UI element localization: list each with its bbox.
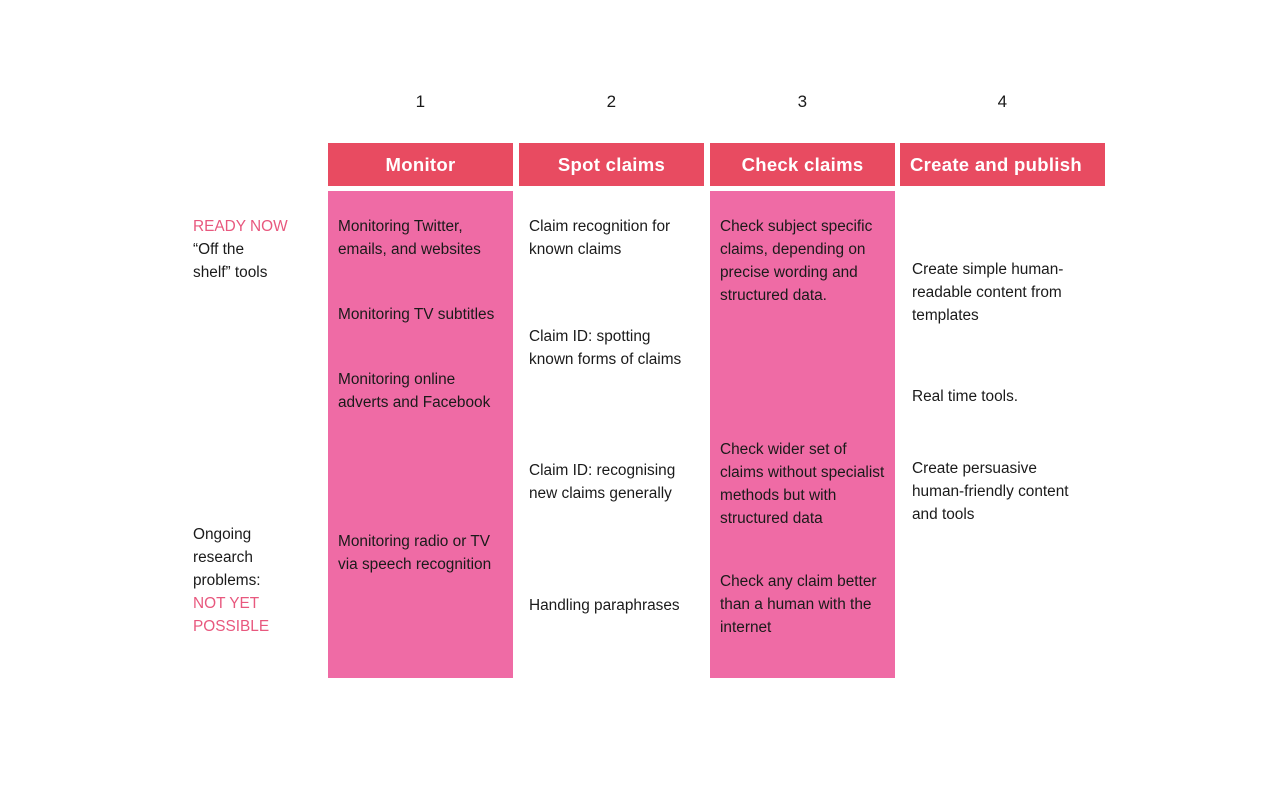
cell-spot-claims-3: Claim ID: recognising new claims general… [529, 462, 676, 503]
row-label-ready-now-line-1: “Off the [193, 241, 245, 259]
column-number-4: 4 [997, 92, 1008, 111]
cell-create-publish-1: Create simple human-readable content fro… [912, 261, 1064, 325]
column-header-check-claims[interactable]: Check claims [710, 143, 895, 186]
row-label-ready-now-line-2: shelf” tools [193, 264, 268, 282]
row-label-ongoing-line-2: research [193, 549, 253, 567]
row-label-ready-now-accent: READY NOW [193, 218, 288, 235]
column-header-monitor[interactable]: Monitor [328, 143, 513, 186]
cell-check-claims-1: Check subject specific claims, depending… [720, 218, 873, 305]
column-body-create-and-publish: Create simple human-readable content fro… [900, 191, 1105, 678]
cell-monitor-3: Monitoring online adverts and Facebook [338, 371, 491, 412]
cell-monitor-2: Monitoring TV subtitles [338, 306, 495, 323]
cell-spot-claims-4: Handling paraphrases [529, 597, 680, 614]
column-number-3: 3 [797, 92, 808, 111]
cell-create-publish-3: Create persuasive human-friendly content… [912, 460, 1069, 524]
cell-check-claims-2: Check wider set of claims without specia… [720, 441, 885, 528]
cell-check-claims-3: Check any claim better than a human with… [720, 573, 877, 637]
column-number-1: 1 [415, 92, 426, 111]
cell-monitor-1: Monitoring Twitter, emails, and websites [338, 218, 481, 259]
column-body-check-claims: Check subject specific claims, depending… [710, 191, 895, 678]
column-header-create-and-publish[interactable]: Create and publish [900, 143, 1105, 186]
cell-monitor-4: Monitoring radio or TV via speech recogn… [338, 533, 492, 574]
row-label-ongoing-research: Ongoing research problems: NOT YET POSSI… [193, 523, 318, 639]
row-label-not-yet-possible-line-1: NOT YET [193, 595, 260, 613]
column-number-2: 2 [606, 92, 617, 111]
cell-spot-claims-2: Claim ID: spotting known forms of claims [529, 328, 682, 369]
column-body-monitor: Monitoring Twitter, emails, and websites… [328, 191, 513, 678]
cell-spot-claims-1: Claim recognition for known claims [529, 218, 671, 259]
row-label-ready-now: READY NOW “Off the shelf” tools [193, 215, 318, 284]
column-header-spot-claims[interactable]: Spot claims [519, 143, 704, 186]
row-label-ongoing-line-1: Ongoing [193, 526, 252, 543]
row-label-ongoing-line-3: problems: [193, 572, 261, 590]
cell-create-publish-2: Real time tools. [912, 388, 1019, 405]
column-body-spot-claims: Claim recognition for known claims Claim… [519, 191, 704, 678]
row-label-not-yet-possible-line-2: POSSIBLE [193, 618, 270, 636]
